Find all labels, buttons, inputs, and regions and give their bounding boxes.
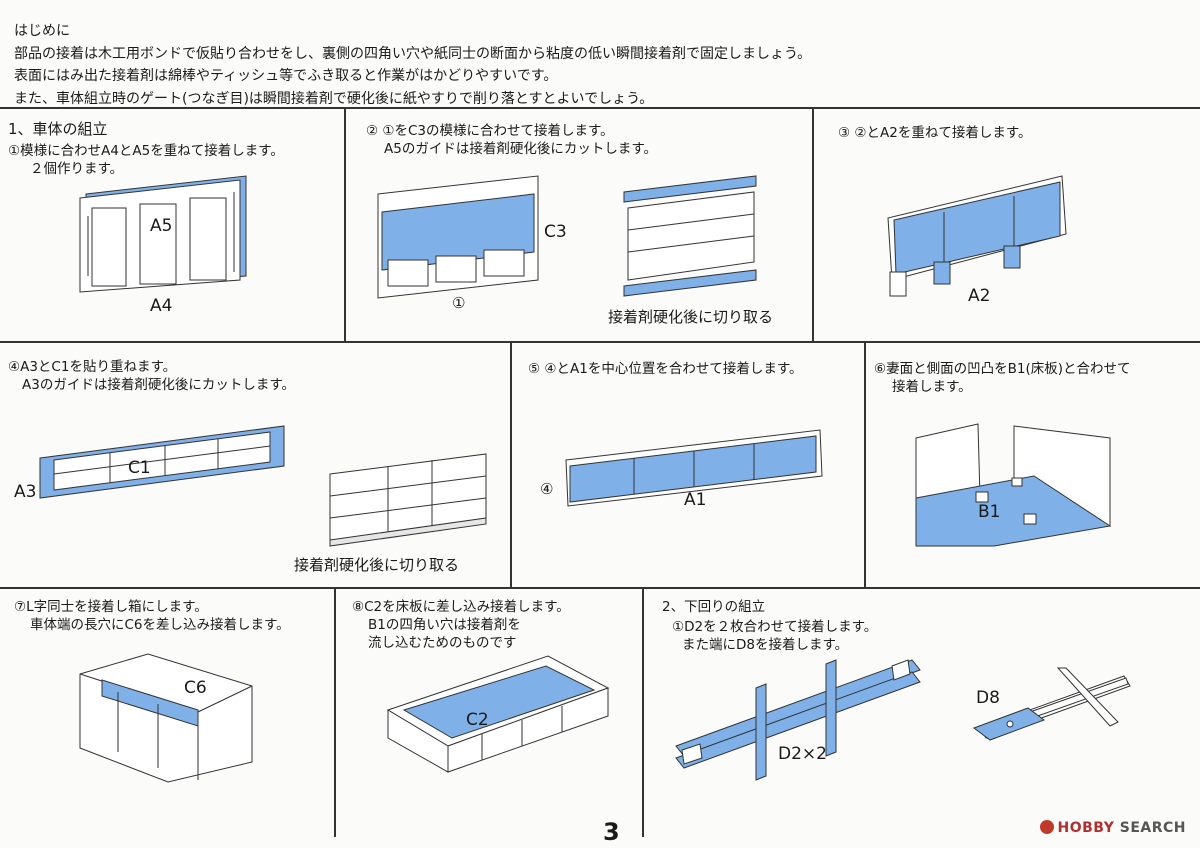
label-a1: A1 xyxy=(684,490,707,510)
label-c3: C3 xyxy=(544,222,567,242)
step9-line2: また端にD8を接着します。 xyxy=(682,637,849,653)
step8-line3: 流し込むためのものです xyxy=(368,635,517,651)
label-a4: A4 xyxy=(150,296,173,316)
label-c2: C2 xyxy=(466,710,489,730)
step2-line2: A5のガイドは接着剤硬化後にカットします。 xyxy=(384,141,657,157)
step5-figure xyxy=(565,429,823,507)
step9-figure-d8 xyxy=(972,667,1131,741)
step2-line1: ② ①をC3の模様に合わせて接着します。 xyxy=(366,123,614,139)
step4-figure-cut xyxy=(329,453,487,547)
step7-line1: ⑦L字同士を接着し箱にします。 xyxy=(14,599,208,615)
logo-suffix: SEARCH xyxy=(1119,820,1186,836)
page-number: 3 xyxy=(603,818,620,846)
label-d2x2: D2×2 xyxy=(778,744,827,764)
divider-row1 xyxy=(0,341,1200,343)
step1-line1: ①模様に合わせA4とA5を重ねて接着します。 xyxy=(8,143,284,159)
intro-line-1: 部品の接着は木工用ボンドで仮貼り合わせをし、裏側の四角い穴や紙同士の断面から粘度… xyxy=(14,45,812,62)
divider-top xyxy=(0,107,1200,109)
step7-figure xyxy=(79,653,253,783)
divider-r3-a xyxy=(334,587,336,837)
step2-figure-cut xyxy=(623,175,757,297)
intro-line-3: また、車体組立時のゲート(つなぎ目)は瞬間接着剤で硬化後に紙やすりで削り落とすと… xyxy=(14,90,654,107)
divider-row2 xyxy=(0,587,1200,589)
brand-mark-icon xyxy=(1039,820,1054,834)
step8-line1: ⑧C2を床板に差し込み接着します。 xyxy=(352,599,570,615)
intro-block: はじめに 部品の接着は木工用ボンドで仮貼り合わせをし、裏側の四角い穴や紙同士の断… xyxy=(14,20,811,110)
step4-line2: A3のガイドは接着剤硬化後にカットします。 xyxy=(22,377,295,393)
step9-figure-d2 xyxy=(675,659,921,781)
divider-r1-a xyxy=(344,107,346,341)
label-a2: A2 xyxy=(968,286,991,306)
step4-cut-note: 接着剤硬化後に切り取る xyxy=(294,556,460,574)
label-c6: C6 xyxy=(184,678,207,698)
section-1-title: 1、車体の組立 xyxy=(8,120,108,138)
label-c1: C1 xyxy=(128,458,151,478)
step6-line2: 接着します。 xyxy=(892,379,972,395)
step8-figure xyxy=(386,655,610,773)
step3-line1: ③ ②とA2を重ねて接着します。 xyxy=(838,125,1032,141)
step6-line1: ⑥妻面と側面の凹凸をB1(床板)と合わせて xyxy=(874,361,1131,377)
divider-r2-a xyxy=(510,341,512,587)
step5-line1: ⑤ ④とA1を中心位置を合わせて接着します。 xyxy=(528,361,803,377)
label-b1: B1 xyxy=(978,502,1001,522)
step9-line1: ①D2を２枚合わせて接着します。 xyxy=(672,619,878,635)
step3-figure xyxy=(887,175,1067,297)
label-d8: D8 xyxy=(976,688,1000,708)
label-circle-4: ④ xyxy=(540,480,554,498)
divider-r1-b xyxy=(812,107,814,341)
section-2-title: 2、下回りの組立 xyxy=(662,599,766,615)
label-circle-1: ① xyxy=(452,294,466,312)
intro-line-2: 表面にはみ出た接着剤は綿棒やティッシュ等でふき取ると作業がはかどりやすいです。 xyxy=(14,68,558,84)
step2-figure-main xyxy=(377,175,539,299)
step2-cut-note: 接着剤硬化後に切り取る xyxy=(608,308,774,326)
step6-figure xyxy=(915,423,1112,547)
divider-r3-b xyxy=(642,587,644,837)
logo-prefix: HOBBY xyxy=(1057,820,1115,836)
divider-r2-b xyxy=(864,341,866,587)
step1-figure xyxy=(79,175,247,293)
brand-logo: HOBBY SEARCH xyxy=(1039,820,1186,836)
step7-line2: 車体端の長穴にC6を差し込み接着します。 xyxy=(30,617,290,633)
step1-line2: ２個作ります。 xyxy=(30,161,124,177)
label-a5: A5 xyxy=(150,216,173,236)
intro-heading: はじめに xyxy=(14,23,70,39)
step4-line1: ④A3とC1を貼り重ねます。 xyxy=(8,359,177,375)
label-a3: A3 xyxy=(14,482,37,502)
step4-figure-main xyxy=(39,425,285,499)
step8-line2: B1の四角い穴は接着剤を xyxy=(368,617,521,633)
